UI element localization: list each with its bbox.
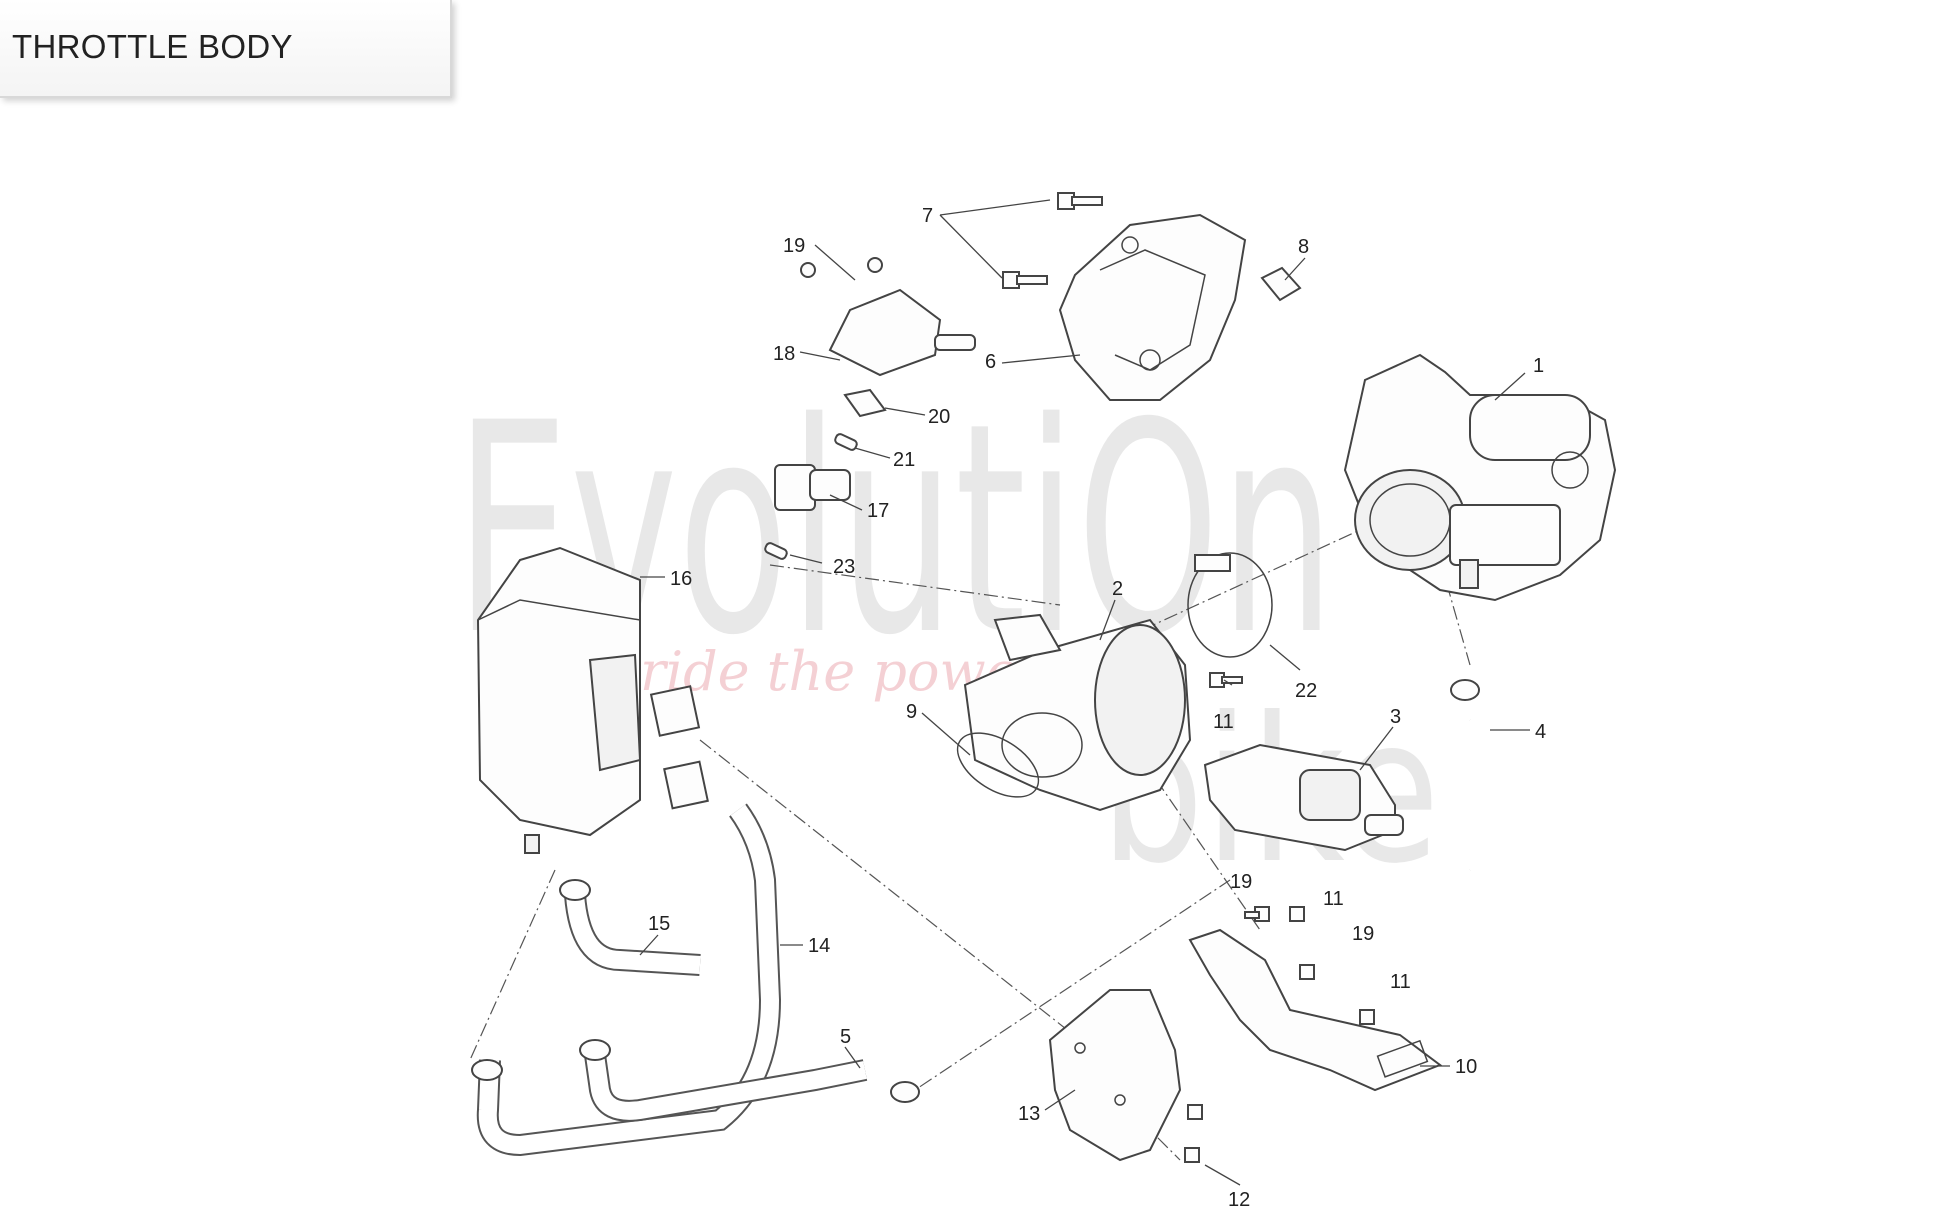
hose-14-part[interactable] — [476, 803, 782, 1157]
oring-21-part[interactable] — [834, 433, 858, 451]
callout-20: 20 — [928, 406, 950, 428]
gasket-9-part[interactable] — [947, 720, 1050, 810]
assembly-lines — [469, 529, 1471, 1161]
bolt-12-lower[interactable] — [1184, 1147, 1200, 1163]
injector-17-part[interactable] — [774, 464, 851, 511]
callout-14: 14 — [808, 935, 830, 957]
bolt-7-upper[interactable] — [1057, 192, 1103, 210]
callout-11-c: 11 — [1390, 971, 1411, 993]
bolt-7-lower[interactable] — [1002, 271, 1048, 289]
cover-part[interactable] — [1058, 213, 1247, 401]
callout-19-c: 19 — [1352, 923, 1374, 945]
bolt-19-lower-b[interactable] — [1299, 964, 1315, 980]
callout-labels: 1 2 3 4 5 6 7 8 9 10 11 11 11 11 12 13 1… — [648, 205, 1546, 1208]
callout-7: 7 — [922, 205, 933, 227]
callout-11-a: 11 — [1213, 711, 1234, 733]
callout-15: 15 — [648, 913, 670, 935]
bolt-11-mid[interactable] — [1289, 906, 1305, 922]
callout-4: 4 — [1535, 721, 1546, 743]
page-title: THROTTLE BODY — [12, 28, 293, 65]
callout-12: 12 — [1228, 1189, 1250, 1208]
title-tab[interactable]: THROTTLE BODY — [0, 0, 452, 98]
callout-11-b: 11 — [1323, 888, 1344, 910]
bracket-10-part[interactable] — [1188, 928, 1443, 1092]
callout-18: 18 — [773, 343, 795, 365]
callout-9: 9 — [906, 701, 917, 723]
intake-manifold-part[interactable] — [963, 613, 1192, 812]
callout-17: 17 — [867, 500, 889, 522]
leader-lines — [639, 199, 1530, 1186]
hose-15-part[interactable] — [559, 879, 701, 976]
callout-1: 1 — [1533, 355, 1544, 377]
callout-6: 6 — [985, 351, 996, 373]
callout-23: 23 — [833, 556, 855, 578]
sensor-part[interactable] — [1203, 743, 1404, 852]
callout-10: 10 — [1455, 1056, 1477, 1078]
throttle-body-part[interactable] — [1343, 353, 1617, 602]
callout-19-a: 19 — [783, 235, 805, 257]
fuel-rail-part[interactable] — [800, 257, 976, 377]
callout-16: 16 — [670, 568, 692, 590]
callout-21: 21 — [893, 449, 915, 471]
bolt-11-lower[interactable] — [1359, 1009, 1375, 1025]
callout-2: 2 — [1112, 578, 1123, 600]
callout-22: 22 — [1295, 680, 1317, 702]
callout-3: 3 — [1390, 706, 1401, 728]
bolt-19-lower-a[interactable] — [1244, 906, 1270, 922]
clamp-22-part[interactable] — [1187, 552, 1273, 658]
hose-4-part[interactable] — [1450, 679, 1526, 879]
callout-8: 8 — [1298, 236, 1309, 258]
hose-5-part[interactable] — [471, 1039, 920, 1122]
clip-20-part[interactable] — [843, 388, 887, 418]
clip-8-part[interactable] — [1260, 266, 1302, 302]
oring-23-part[interactable] — [764, 542, 788, 560]
canister-16-part[interactable] — [476, 546, 709, 854]
bolt-12-upper[interactable] — [1187, 1104, 1203, 1120]
bracket-13-part[interactable] — [1048, 989, 1182, 1162]
callout-19-b: 19 — [1230, 871, 1252, 893]
callout-5: 5 — [840, 1026, 851, 1048]
callout-13: 13 — [1018, 1103, 1040, 1125]
